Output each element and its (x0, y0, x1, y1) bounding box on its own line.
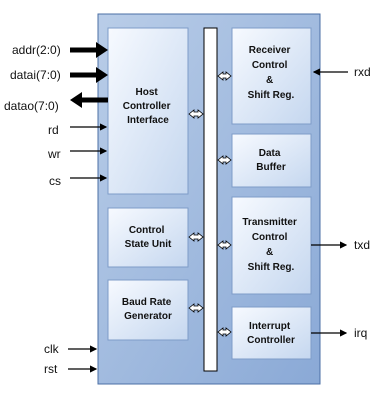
interrupt-block-line-1: Interrupt (249, 321, 291, 332)
signal-label-rst: rst (44, 362, 58, 376)
transmitter-block-line-3: & (266, 247, 273, 258)
control-block-line-2: State Unit (125, 239, 172, 250)
svg-text:Interrupt Controller: Interrupt Controller (247, 321, 295, 346)
bus-connector-interrupt (217, 327, 232, 337)
baud-block-line-2: Generator (124, 311, 172, 322)
control-block-line-1: Control (129, 225, 165, 236)
datai-bus-arrow (70, 67, 108, 83)
host-block-line-1: Host (135, 87, 158, 98)
signal-label-datao: datao(7:0) (4, 99, 59, 113)
svg-text:Data Buffer: Data Buffer (256, 148, 286, 173)
signal-label-rd: rd (48, 123, 59, 137)
transmitter-control-block: Transmitter Control & Shift Reg. (231, 196, 312, 295)
signal-label-rxd: rxd (354, 65, 371, 79)
buffer-block-line-1: Data (259, 148, 281, 159)
bus-connector-receiver (217, 71, 232, 81)
svg-text:Host Controller In: Host Controller Interface (123, 87, 174, 126)
bus-connector-host (188, 109, 204, 119)
signal-label-cs: cs (49, 174, 61, 188)
data-buffer-block: Data Buffer (231, 133, 312, 188)
svg-text:Control State Unit: Control State Unit (125, 225, 172, 250)
control-state-unit-block: Control State Unit (107, 207, 189, 268)
signal-label-clk: clk (44, 342, 60, 356)
svg-text:Transmitter Control: Transmitter Control & Shift Reg. (242, 217, 299, 273)
bus-connector-buffer (217, 155, 232, 165)
interrupt-controller-block: Interrupt Controller (231, 306, 312, 360)
baud-rate-generator-block: Baud Rate Generator (107, 279, 189, 341)
bus-connector-control (188, 232, 204, 242)
transmitter-block-line-2: Control (252, 232, 288, 243)
bus-connector-transmitter (217, 240, 232, 250)
signal-label-txd: txd (354, 238, 370, 252)
svg-text:Receiver Control &: Receiver Control & Shift Reg. (248, 45, 295, 101)
addr-bus-arrow (70, 42, 108, 58)
host-block-line-3: Interface (127, 115, 169, 126)
interrupt-block-line-2: Controller (247, 335, 295, 346)
baud-block-line-1: Baud Rate (122, 297, 172, 308)
host-controller-interface-block: Host Controller Interface (107, 27, 189, 195)
internal-bus (203, 27, 218, 372)
bus-connector-baud (188, 303, 204, 313)
svg-text:Baud Rate Generator: Baud Rate Generator (122, 297, 174, 322)
buffer-block-line-2: Buffer (256, 162, 286, 173)
host-block-line-2: Controller (123, 101, 171, 112)
signal-label-datai: datai(7:0) (10, 68, 61, 82)
receiver-control-block: Receiver Control & Shift Reg. (231, 27, 312, 125)
datao-bus-arrow (70, 92, 108, 108)
receiver-block-line-4: Shift Reg. (248, 90, 295, 101)
receiver-block-line-3: & (266, 75, 273, 86)
transmitter-block-line-4: Shift Reg. (248, 262, 295, 273)
receiver-block-line-2: Control (252, 60, 288, 71)
receiver-block-line-1: Receiver (249, 45, 291, 56)
signal-label-wr: wr (47, 147, 61, 161)
signal-label-irq: irq (354, 326, 367, 340)
signal-label-addr: addr(2:0) (12, 43, 61, 57)
transmitter-block-line-1: Transmitter (242, 217, 297, 228)
